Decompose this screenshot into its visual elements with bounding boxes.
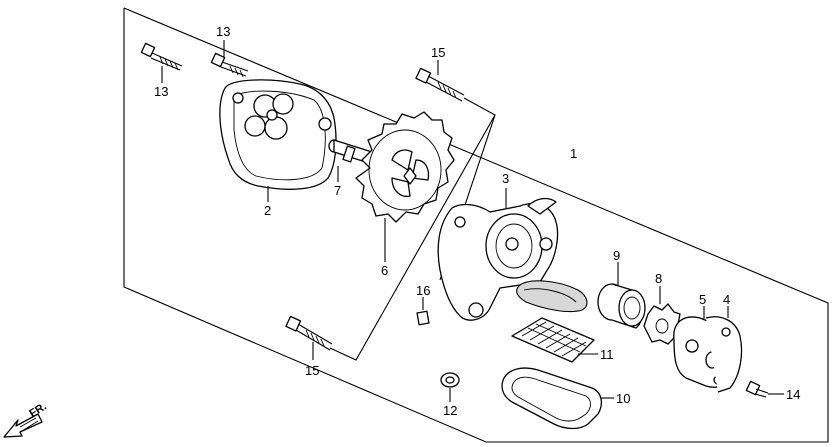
callout-1: 1 [570,146,577,161]
front-direction-arrow [3,413,43,438]
callout-labels: 1 2 3 4 5 6 7 8 9 10 11 12 13 13 14 15 1… [27,24,800,420]
callout-11: 11 [600,347,614,362]
callout-4: 4 [723,292,730,307]
outer-rotor-9 [597,262,646,329]
strainer-screen-11 [511,317,598,363]
direction-label: FR. [27,401,48,421]
bolt-15-bottom [285,315,333,360]
callout-15-top: 15 [431,45,445,60]
pump-body-3 [437,188,559,321]
driven-gear-6 [355,111,455,262]
strainer-housing [516,280,588,313]
bolt-14 [745,380,784,398]
callout-3: 3 [502,171,509,186]
callout-6: 6 [381,263,388,278]
pump-plate-4 [705,306,743,393]
pump-cover-2 [219,79,337,202]
callout-9: 9 [613,248,620,263]
callout-5: 5 [699,292,706,307]
bolt-13-right [210,40,249,78]
callout-16: 16 [416,283,430,298]
bolt-15-top [415,60,465,102]
callout-15-bottom: 15 [305,363,319,378]
callout-8: 8 [655,271,662,286]
callout-13-left: 13 [154,84,168,99]
callout-13-right: 13 [216,24,230,39]
pump-shaft-7 [328,139,377,182]
callout-7: 7 [334,183,341,198]
dowel-pin-16 [416,297,430,326]
assembly-boundary [123,7,829,443]
callout-12: 12 [443,403,457,418]
washer-12 [440,372,460,402]
callout-14: 14 [786,387,800,402]
bolt-13-left [140,42,183,83]
callout-10: 10 [616,391,630,406]
gasket-10 [501,367,614,430]
callout-2: 2 [264,203,271,218]
